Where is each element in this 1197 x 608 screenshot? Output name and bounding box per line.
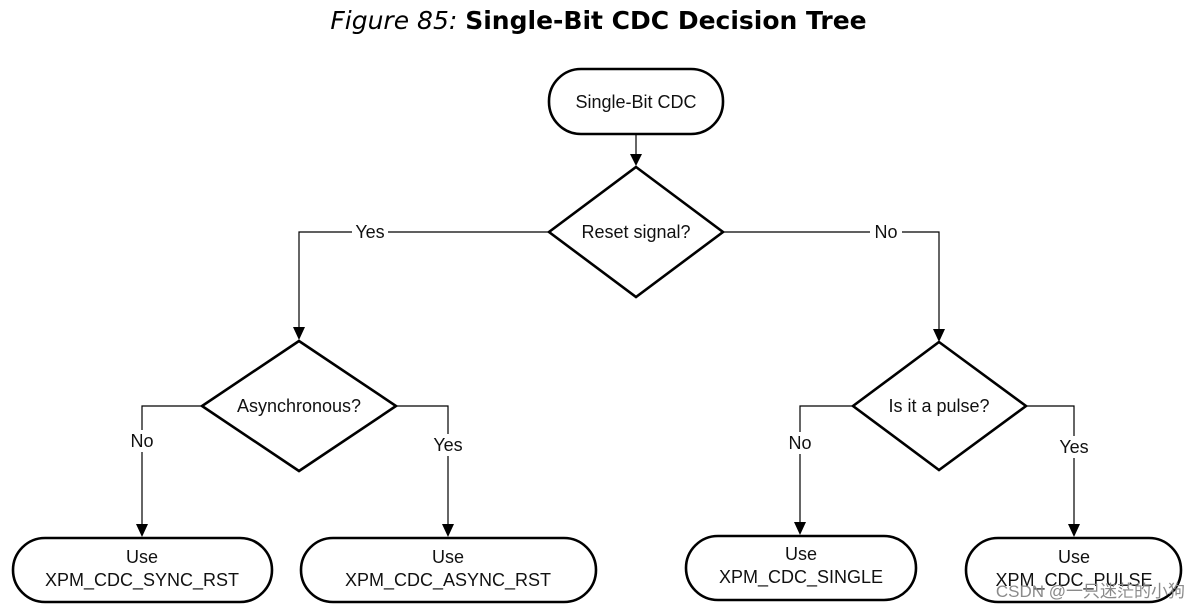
start-node-label: Single-Bit CDC [575,92,696,112]
sync-rst-line1: Use [126,547,158,567]
sync-rst-node-shape [11,536,274,604]
sync-rst-node: Use XPM_CDC_SYNC_RST [11,536,274,604]
figure-title: Figure 85: Single-Bit CDC Decision Tree [0,6,1197,35]
watermark: CSDN @一只迷茫的小狗 [996,582,1185,601]
single-node: Use XPM_CDC_SINGLE [684,534,918,602]
sync-rst-line2: XPM_CDC_SYNC_RST [45,570,239,591]
label-bg-pulse-no [786,432,814,454]
label-bg-reset-no [870,221,902,243]
async-rst-node: Use XPM_CDC_ASYNC_RST [299,536,598,604]
async-decision-shape [199,339,399,473]
pulse-node: Use XPM_CDC_PULSE [964,536,1183,604]
arrowhead-async-yes [442,524,454,537]
pulse-decision-label: Is it a pulse? [888,396,989,416]
async-decision: Asynchronous? [199,339,399,473]
edge-label-pulse-yes: Yes [1059,437,1088,457]
pulse-node-shape [964,536,1183,604]
reset-decision-label: Reset signal? [581,222,690,242]
watermark-text: CSDN @一只迷茫的小狗 [996,582,1185,601]
async-decision-label: Asynchronous? [237,396,361,416]
single-line2: XPM_CDC_SINGLE [719,567,883,588]
edge-async-no [141,405,202,524]
pulse-decision-shape [850,340,1029,472]
pulse-line1: Use [1058,547,1090,567]
edge-labels: Yes No No Yes No Yes [128,221,1092,458]
arrowhead-reset-yes [293,327,305,340]
arrowhead-start-to-reset [630,154,642,166]
edge-pulse-no [799,405,853,522]
arrowhead-pulse-yes [1068,524,1080,537]
label-bg-pulse-yes [1056,436,1092,458]
edge-reset-yes [298,231,549,327]
async-rst-line1: Use [432,547,464,567]
reset-decision: Reset signal? [546,165,726,299]
edge-pulse-yes [1026,405,1075,524]
edge-reset-no [723,231,940,329]
start-node: Single-Bit CDC [547,67,725,136]
single-line1: Use [785,544,817,564]
pulse-line2: XPM_CDC_PULSE [995,570,1152,591]
start-node-shape [547,67,725,136]
label-bg-async-no [128,430,156,452]
figure-number: Figure 85: [330,6,458,35]
arrowhead-pulse-no [794,522,806,535]
figure-name: Single-Bit CDC Decision Tree [465,6,867,35]
connectors [136,134,1080,537]
edge-label-async-yes: Yes [433,435,462,455]
pulse-decision: Is it a pulse? [850,340,1029,472]
arrowhead-async-no [136,524,148,537]
single-node-shape [684,534,918,602]
arrowhead-reset-no [933,329,945,342]
edge-label-pulse-no: No [788,433,811,453]
async-rst-node-shape [299,536,598,604]
edge-label-async-no: No [130,431,153,451]
async-rst-line2: XPM_CDC_ASYNC_RST [345,570,551,591]
label-bg-reset-yes [352,221,388,243]
edge-async-yes [396,405,449,524]
edge-label-reset-yes: Yes [355,222,384,242]
reset-decision-shape [546,165,726,299]
edge-label-reset-no: No [874,222,897,242]
label-bg-async-yes [430,434,466,456]
